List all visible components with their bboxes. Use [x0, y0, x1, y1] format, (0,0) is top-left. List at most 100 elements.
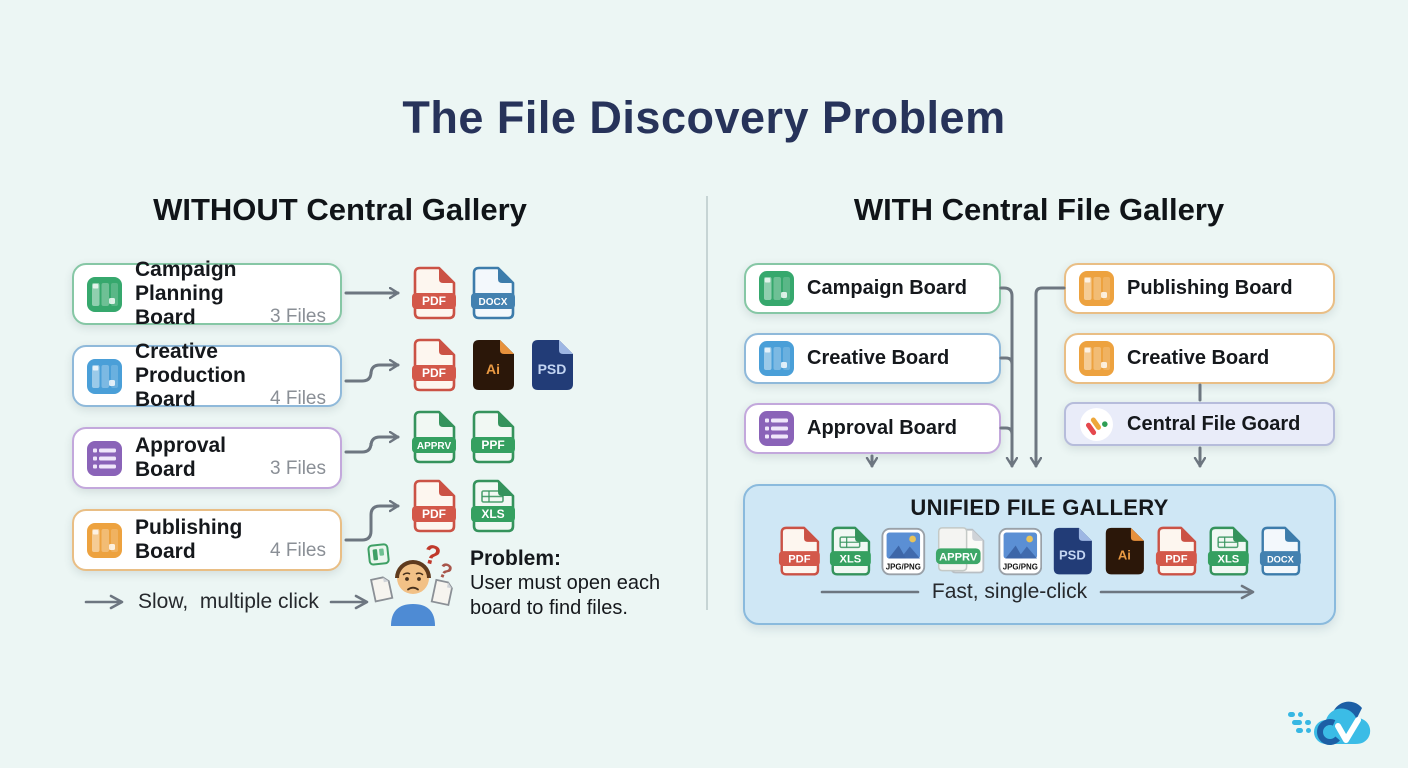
board-creative-orange: Creative Board [1064, 333, 1335, 384]
board-central-file-goard: Central File Goard [1064, 402, 1335, 446]
monday-logo-icon [1079, 407, 1114, 442]
board-label: Approval Board [807, 417, 958, 439]
board-campaign-planning: Campaign Planning Board 3 Files [72, 258, 342, 329]
file-row-campaign: PDF DOCX [411, 266, 516, 320]
file-icon-apprv-stack: APPRV [935, 527, 985, 574]
board-label: Publishing Board [1127, 277, 1293, 299]
list-icon [87, 440, 122, 476]
file-count: 3 Files [270, 458, 326, 479]
page-title: The File Discovery Problem [402, 92, 1006, 143]
board-label: Publishing Board 4 Files [135, 516, 326, 563]
file-count: 3 Files [270, 306, 326, 327]
svg-text:Ai: Ai [486, 361, 500, 377]
file-icon-xls: XLS [471, 479, 515, 533]
right-arrow-icon [84, 594, 124, 610]
board-label: Central File Goard [1127, 412, 1301, 435]
kanban-icon [87, 358, 122, 394]
svg-text:PDF: PDF [422, 366, 446, 380]
file-row-creative: PDF Ai PSD [411, 338, 575, 392]
svg-text:APPRV: APPRV [939, 551, 978, 563]
svg-text:JPG/PNG: JPG/PNG [1003, 563, 1038, 572]
svg-text:PDF: PDF [1165, 553, 1187, 565]
kanban-icon [87, 276, 122, 312]
with-section-header: WITH Central File Gallery [853, 192, 1225, 227]
svg-text:XLS: XLS [481, 507, 504, 521]
kanban-board-icon [759, 271, 794, 306]
kanban-icon [1079, 341, 1114, 376]
list-board-icon [759, 411, 794, 446]
board-creative-production: Creative Production Board 4 Files [72, 340, 342, 411]
svg-text:DOCX: DOCX [479, 297, 508, 308]
file-icon-jpg-png: JPG/PNG [881, 527, 926, 576]
list-board-icon [87, 440, 122, 476]
board-publishing: Publishing Board 4 Files [72, 509, 342, 571]
problem-text: User must open each board to find files. [470, 572, 661, 619]
svg-text:JPG/PNG: JPG/PNG [886, 563, 921, 572]
svg-text:?: ? [420, 538, 443, 571]
board-label: Creative Board [807, 347, 950, 369]
svg-text:PDF: PDF [422, 294, 446, 308]
board-label: Campaign Board [807, 277, 968, 299]
gallery-title: UNIFIED FILE GALLERY [910, 495, 1169, 520]
board-campaign: Campaign Board [744, 263, 1001, 314]
kanban-board-icon [1079, 341, 1114, 376]
kanban-icon [759, 341, 794, 376]
file-icon-apprv: APPRV [412, 410, 456, 464]
gallery-file-icons: PDF XLS JPG/PNG APPRV JPG/PNG [778, 526, 1302, 576]
monday-logo [1080, 407, 1113, 441]
unified-file-gallery: UNIFIED FILE GALLERY PDF XLS JPG/PNG APP… [743, 484, 1336, 625]
file-icon-docx: DOCX [471, 266, 515, 320]
file-row-publishing: PDF XLS [411, 479, 516, 533]
board-label: Approval Board 3 Files [135, 434, 326, 481]
file-count: 4 Files [270, 540, 326, 561]
file-icon-pdf: PDF [412, 266, 456, 320]
file-icon-xls: XLS [830, 526, 872, 576]
problem-title: Problem: [470, 547, 562, 570]
list-icon [759, 411, 794, 446]
svg-text:PSD: PSD [538, 361, 567, 377]
kanban-board-icon [759, 341, 794, 376]
svg-text:PDF: PDF [788, 553, 810, 565]
board-label: Creative Production Board 4 Files [135, 340, 326, 411]
svg-text:PSD: PSD [1059, 547, 1086, 562]
file-icon-ai: Ai [1105, 527, 1145, 575]
line [820, 590, 920, 594]
file-icon-jpg-png: JPG/PNG [998, 527, 1042, 576]
fast-caption: Fast, single-click [820, 580, 1259, 604]
kanban-board-icon [87, 358, 122, 394]
kanban-board-icon [87, 522, 122, 558]
right-arrow-icon [1099, 584, 1255, 600]
file-icon-psd: PSD [532, 340, 573, 390]
file-icon-pdf: PDF [412, 479, 456, 533]
svg-text:Ai: Ai [1118, 547, 1131, 562]
right-arrow-icon [329, 594, 369, 610]
svg-text:DOCX: DOCX [1266, 554, 1294, 564]
svg-text:APPRV: APPRV [417, 441, 452, 452]
slow-caption: Slow, multiple click [84, 590, 373, 614]
brand-logo [1286, 690, 1382, 752]
svg-text:PDF: PDF [422, 507, 446, 521]
fast-label: Fast, single-click [931, 580, 1088, 604]
file-count: 4 Files [270, 388, 326, 409]
file-icon-psd: PSD [1054, 527, 1093, 575]
without-section-header: WITHOUT Central Gallery [153, 192, 527, 227]
board-label: Campaign Planning Board 3 Files [135, 258, 326, 329]
kanban-board-icon [1079, 271, 1114, 306]
confused-user-icon: ? ? [366, 536, 460, 626]
board-creative: Creative Board [744, 333, 1001, 384]
slow-label: Slow, multiple click [138, 590, 319, 613]
file-icon-docx: DOCX [1259, 526, 1301, 576]
kanban-icon [1079, 271, 1114, 306]
file-icon-pdf: PDF [778, 526, 820, 576]
kanban-icon [87, 522, 122, 558]
problem-note: Problem: User must open each board to fi… [470, 546, 682, 621]
kanban-board-icon [87, 276, 122, 312]
file-icon-xls: XLS [1207, 526, 1249, 576]
file-icon-pdf: PDF [412, 338, 456, 392]
section-divider [706, 196, 708, 610]
file-icon-pdf: PDF [1155, 526, 1197, 576]
svg-text:PPF: PPF [481, 438, 504, 452]
svg-text:XLS: XLS [1217, 553, 1239, 565]
board-approval: Approval Board 3 Files [72, 427, 342, 489]
